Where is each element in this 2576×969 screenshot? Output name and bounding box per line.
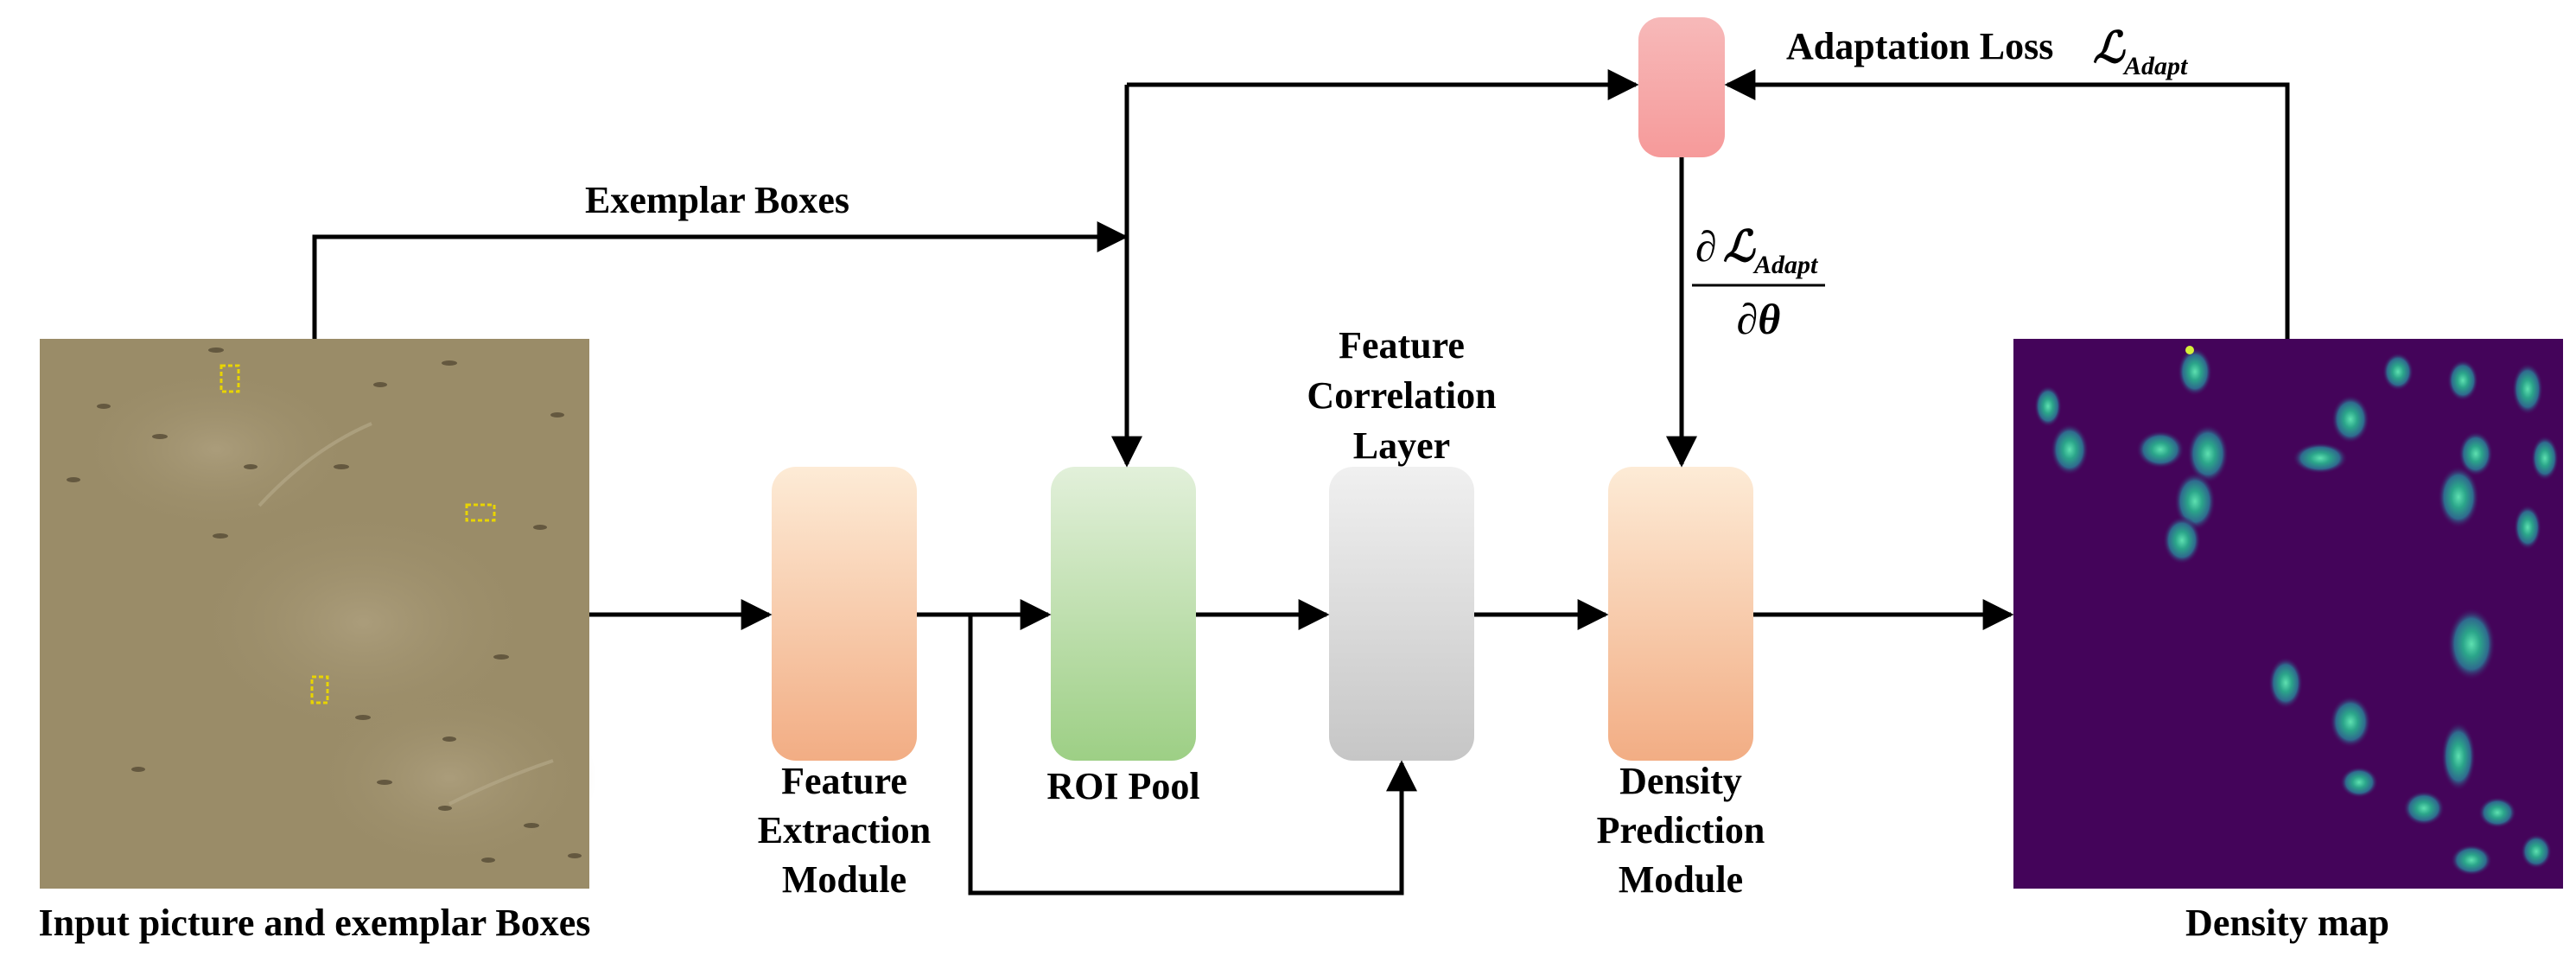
grad-partial-symbol: ∂ [1695,222,1717,271]
arrow-exemplar-boxes [312,221,1129,339]
density-map [2013,339,2563,889]
density-prediction-label-line3: Module [1619,858,1743,901]
feature-extraction-label-line2: Extraction [758,809,931,851]
feature-correlation-label-line2: Correlation [1307,374,1496,417]
adaptation-loss-label: Adaptation Loss ℒ Adapt [1786,23,2189,80]
arrow-density-to-loss [1724,69,2290,339]
adaptation-loss-text: Adaptation Loss [1786,25,2053,67]
grad-loss-subscript: Adapt [1752,251,1819,279]
grad-loss-symbol: ℒ [1723,222,1756,271]
density-blobs [2034,346,2559,876]
density-prediction-label-line1: Density [1619,760,1742,802]
boat-marks [67,347,582,863]
connectors [312,69,2290,896]
grad-denominator: ∂θ [1737,295,1781,343]
feature-extraction-module [772,467,917,761]
arrow-skip-to-correlation [968,615,1417,896]
density-prediction-label-line2: Prediction [1597,809,1765,851]
feature-correlation-layer [1329,467,1474,761]
loss-symbol: ℒ [2093,23,2126,72]
roi-pool-label: ROI Pool [1046,765,1199,807]
density-map-label: Density map [2185,902,2389,944]
exemplar-box-marks [219,364,496,704]
input-picture [40,339,596,889]
feature-correlation-label-line3: Layer [1353,424,1450,467]
feature-extraction-label-line1: Feature [781,760,907,802]
input-picture-label: Input picture and exemplar Boxes [39,902,591,944]
feature-correlation-label-line1: Feature [1339,324,1465,367]
gradient-fraction: ∂ ℒ Adapt ∂θ [1692,222,1825,343]
adaptation-loss-box [1638,17,1725,157]
exemplar-boxes-label: Exemplar Boxes [585,179,849,221]
feature-extraction-label-line3: Module [782,858,906,901]
density-prediction-module [1608,467,1753,761]
roi-pool-module [1051,467,1196,761]
loss-subscript: Adapt [2122,52,2189,80]
